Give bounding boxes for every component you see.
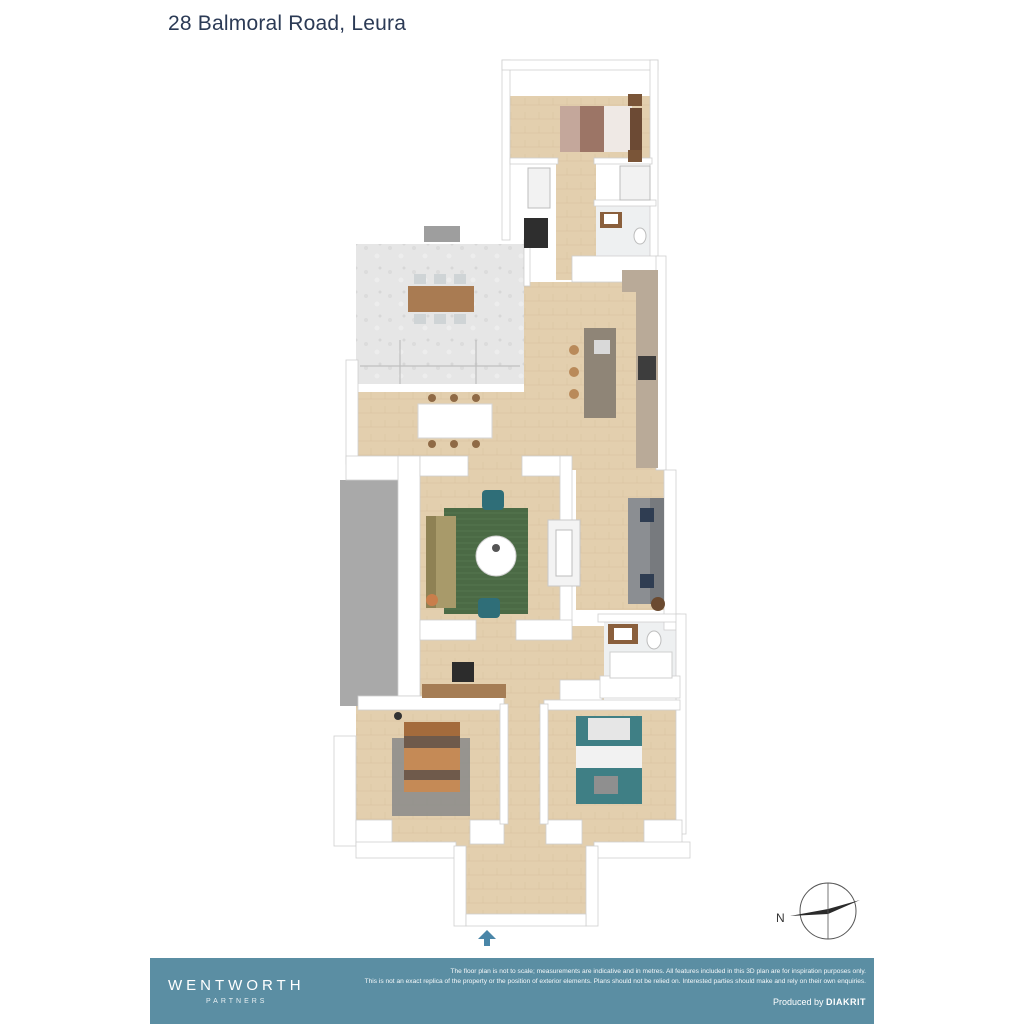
kitchen-island (569, 328, 616, 418)
brand-logo-text: WENTWORTH (168, 977, 305, 994)
entry-floor (466, 846, 586, 916)
producer-name: DIAKRIT (826, 997, 866, 1007)
entry-arrow-icon (478, 930, 496, 946)
corridor-floor (502, 700, 546, 846)
produced-by-label: Produced by (772, 997, 824, 1007)
deck-railing (360, 340, 520, 384)
disclaimer-line-2: This is not an exact replica of the prop… (364, 978, 866, 985)
disclaimer-text: The floor plan is not to scale; measurem… (310, 967, 866, 987)
north-compass-icon: N (776, 882, 860, 940)
living-room-furniture (426, 490, 528, 618)
produced-by: Produced by DIAKRIT (773, 997, 866, 1007)
wardrobe (524, 165, 651, 248)
outdoor-dining (408, 226, 474, 324)
fireplace (547, 519, 581, 587)
bedroom-two-bed (392, 712, 470, 816)
bathroom-fixtures (608, 624, 673, 679)
footer-bar: WENTWORTH PARTNERS The floor plan is not… (150, 958, 874, 1024)
walls (333, 59, 691, 927)
dining-table (417, 394, 493, 448)
lounge-sofa (628, 498, 665, 611)
north-label: N (776, 911, 785, 925)
bedroom-three-bed (576, 716, 642, 804)
kitchen-bench (622, 270, 658, 468)
page-title: 28 Balmoral Road, Leura (168, 12, 407, 35)
disclaimer-line-1: The floor plan is not to scale; measurem… (450, 968, 866, 975)
ensuite-fixtures (600, 212, 647, 245)
master-bed (560, 94, 642, 162)
brand-subtitle: PARTNERS (206, 998, 268, 1005)
study-desk (422, 662, 506, 698)
